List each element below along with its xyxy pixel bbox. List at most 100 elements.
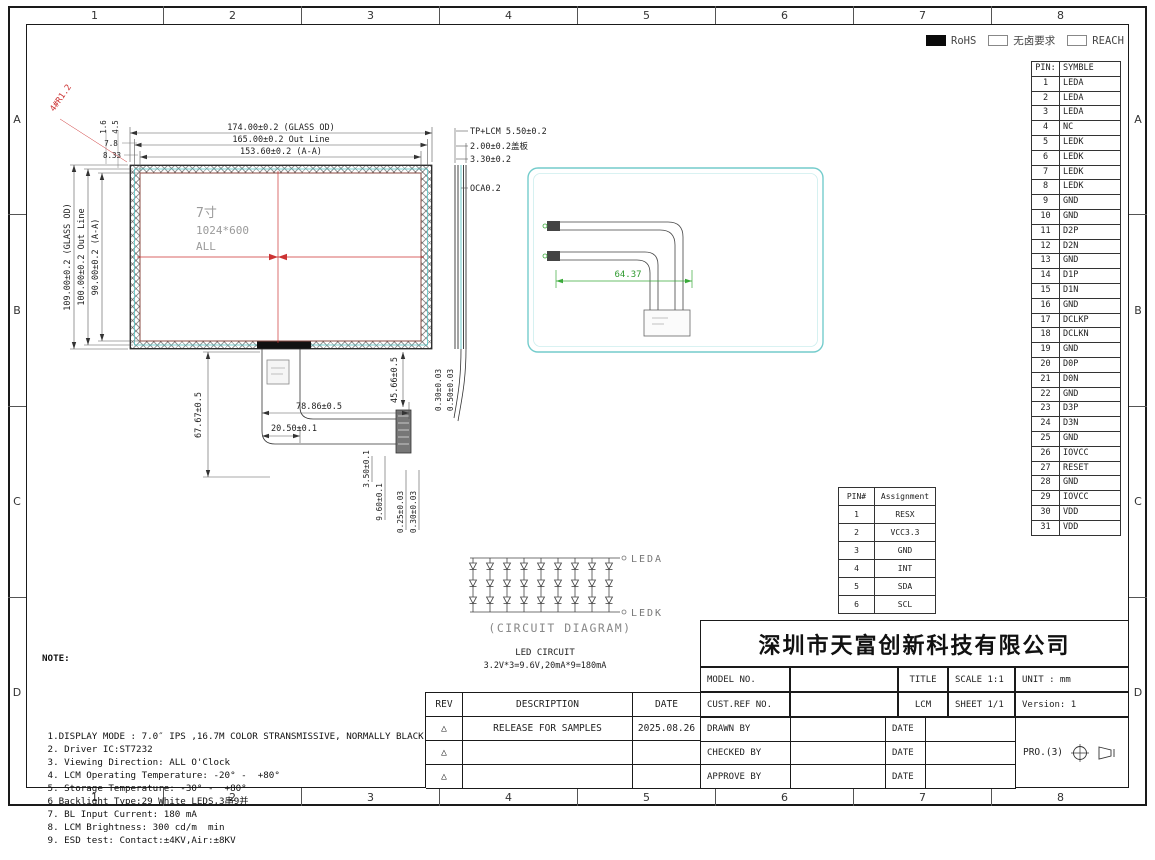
touch-pin-table-header: PIN# Assignment: [839, 488, 936, 506]
reach-checkbox: [1067, 35, 1088, 46]
dim-glass-height: 109.00±0.2 (GLASS OD): [63, 203, 73, 310]
pin-table-row: 25 GND: [1032, 431, 1121, 447]
touch-pin-table-row: 6 SCL: [839, 596, 936, 614]
led-circuit-diagram: LEDA LEDK (CIRCUIT DIAGRAM) LED CIRCUIT …: [468, 554, 661, 671]
touch-pin-number-cell: 5: [839, 578, 875, 596]
pin-table-row: 26 IOVCC: [1032, 446, 1121, 462]
pin-number-cell: 29: [1032, 491, 1060, 506]
zone-row-label: B: [1129, 215, 1147, 407]
zone-row-label: C: [1129, 407, 1147, 598]
date-header-cell: DATE: [633, 693, 701, 717]
rohs-label: RoHS: [951, 34, 977, 47]
pin-symbol-cell: IOVCC: [1060, 491, 1121, 506]
top-dimension-lines: [129, 127, 433, 171]
pin-table-row: 17 DCLKP: [1032, 313, 1121, 329]
touch-pin-table: PIN# Assignment 1 RESX 2 VCC3.3 3 GND 4 …: [838, 487, 936, 614]
pin-symbol-cell: GND: [1060, 343, 1121, 358]
dim-tail-drop: 45.66±0.5: [390, 357, 400, 403]
dim-connector-d: 0.30±0.03: [409, 491, 418, 534]
dim-connector-b: 9.60±0.1: [375, 483, 384, 521]
touch-pin-table-row: 2 VCC3.3: [839, 524, 936, 542]
signoff-row: APPROVE BY DATE: [701, 765, 1016, 790]
model-no-value: [790, 667, 898, 692]
pin-number-cell: 13: [1032, 254, 1060, 270]
pin-table-row: 16 GND: [1032, 298, 1121, 314]
signoff-date-label-cell: DATE: [886, 765, 926, 790]
touch-pin-number-cell: 4: [839, 560, 875, 578]
pin-symbol-cell: GND: [1060, 431, 1121, 447]
notes-title: NOTE:: [42, 653, 70, 664]
revision-table: REV DESCRIPTION DATE △ RELEASE FOR SAMPL…: [425, 692, 701, 789]
signoff-signature-cell: [791, 718, 886, 742]
circuit-caption: (CIRCUIT DIAGRAM): [488, 621, 631, 635]
revision-description-cell: [463, 741, 633, 765]
pin-symbol-cell: D1P: [1060, 269, 1121, 284]
touch-pin-table-row: 4 INT: [839, 560, 936, 578]
revision-row: △ RELEASE FOR SAMPLES 2025.08.26: [426, 717, 701, 741]
dim-stack-total: TP+LCM 5.50±0.2: [470, 127, 547, 137]
signoff-role-cell: DRAWN BY: [701, 718, 791, 742]
dim-oca-thickness: OCA0.2: [470, 184, 501, 194]
pin-number-cell: 24: [1032, 417, 1060, 432]
zone-row-label: A: [1129, 24, 1147, 216]
signoff-signature-cell: [791, 741, 886, 766]
pin-symbol-cell: GND: [1060, 195, 1121, 210]
pin-number-cell: 22: [1032, 387, 1060, 403]
revision-date-cell: 2025.08.26: [633, 717, 701, 741]
reach-label: REACH: [1092, 34, 1124, 47]
pin-table-row: 22 GND: [1032, 387, 1121, 403]
note-line: 5. Storage Temperature: -30° - +80°: [42, 783, 247, 794]
zone-column-label: 4: [440, 788, 578, 806]
pin-symbol-cell: DCLKN: [1060, 328, 1121, 344]
zone-column-label: 1: [26, 788, 164, 806]
sheet-label: SHEET 1/1: [948, 692, 1015, 717]
zone-column-label: 6: [716, 6, 854, 24]
touch-pin-header-cell: PIN#: [839, 488, 875, 506]
signoff-signature-cell: [791, 765, 886, 790]
touch-pin-assignment-cell: SDA: [875, 578, 936, 596]
back-view: 64.37: [527, 167, 824, 353]
scale-label: SCALE 1:1: [948, 667, 1015, 692]
radius-leader: [59, 118, 128, 163]
pin-table-row: 4 NC: [1032, 121, 1121, 136]
front-view: 7寸 1024*600 ALL 174.00±0.2 (GLASS OD) 16…: [48, 83, 433, 534]
pin-symbol-cell: GND: [1060, 476, 1121, 492]
zone-row-label: C: [8, 407, 26, 598]
note-line: 9. ESD test: Contact:±4KV,Air:±8KV: [42, 835, 236, 846]
signoff-role-cell: APPROVE BY: [701, 765, 791, 790]
revision-description-cell: RELEASE FOR SAMPLES: [463, 717, 633, 741]
touch-pin-assignment-cell: SCL: [875, 596, 936, 614]
pin-symbol-cell: D3P: [1060, 402, 1121, 418]
led-grid: [468, 558, 614, 612]
pin-symbol-cell: LEDK: [1060, 150, 1121, 166]
pin-symbol-cell: RESET: [1060, 461, 1121, 477]
pin-symbol-cell: GND: [1060, 209, 1121, 225]
pin-symbol-cell: D2N: [1060, 239, 1121, 255]
pin-table-row: 5 LEDK: [1032, 135, 1121, 151]
touch-pin-table-row: 5 SDA: [839, 578, 936, 596]
drawing-canvas: 7寸 1024*600 ALL 174.00±0.2 (GLASS OD) 16…: [48, 83, 824, 671]
signoff-table-body: DRAWN BY DATE CHECKED BY DATE APPROVE BY…: [701, 718, 1016, 790]
pin-number-cell: 31: [1032, 520, 1060, 536]
fpc-stiffener: [266, 359, 290, 385]
corner-dim-lines: [105, 130, 138, 168]
led-circuit-formula: 3.2V*3=9.6V,20mA*9=180mA: [484, 661, 607, 671]
notes-list: 1.DISPLAY MODE : 7.0″ IPS ,16.7M COLOR S…: [42, 691, 424, 847]
pin-number-cell: 9: [1032, 195, 1060, 210]
zone-column-label: 4: [440, 6, 578, 24]
pin-symbol-cell: DCLKP: [1060, 313, 1121, 329]
zone-column-label: 5: [578, 6, 716, 24]
pin-symbol-cell: D0N: [1060, 372, 1121, 388]
pin-symbol-cell: D2P: [1060, 224, 1121, 240]
note-line: 8. LCM Brightness: 300 cd/m min: [42, 822, 225, 833]
pin-number-cell: 16: [1032, 298, 1060, 314]
pin-table-row: 6 LEDK: [1032, 150, 1121, 166]
dim-layer-a: 0.30±0.03: [434, 369, 443, 412]
led-circuit-title: LED CIRCUIT: [515, 648, 575, 658]
pin-table-row: 8 LEDK: [1032, 180, 1121, 196]
pin-table-row: 31 VDD: [1032, 520, 1121, 536]
touch-pin-table-body: 1 RESX 2 VCC3.3 3 GND 4 INT 5 SDA 6 SCL: [839, 506, 936, 614]
pin-number-cell: 10: [1032, 209, 1060, 225]
pin-symbol-cell: NC: [1060, 121, 1121, 136]
